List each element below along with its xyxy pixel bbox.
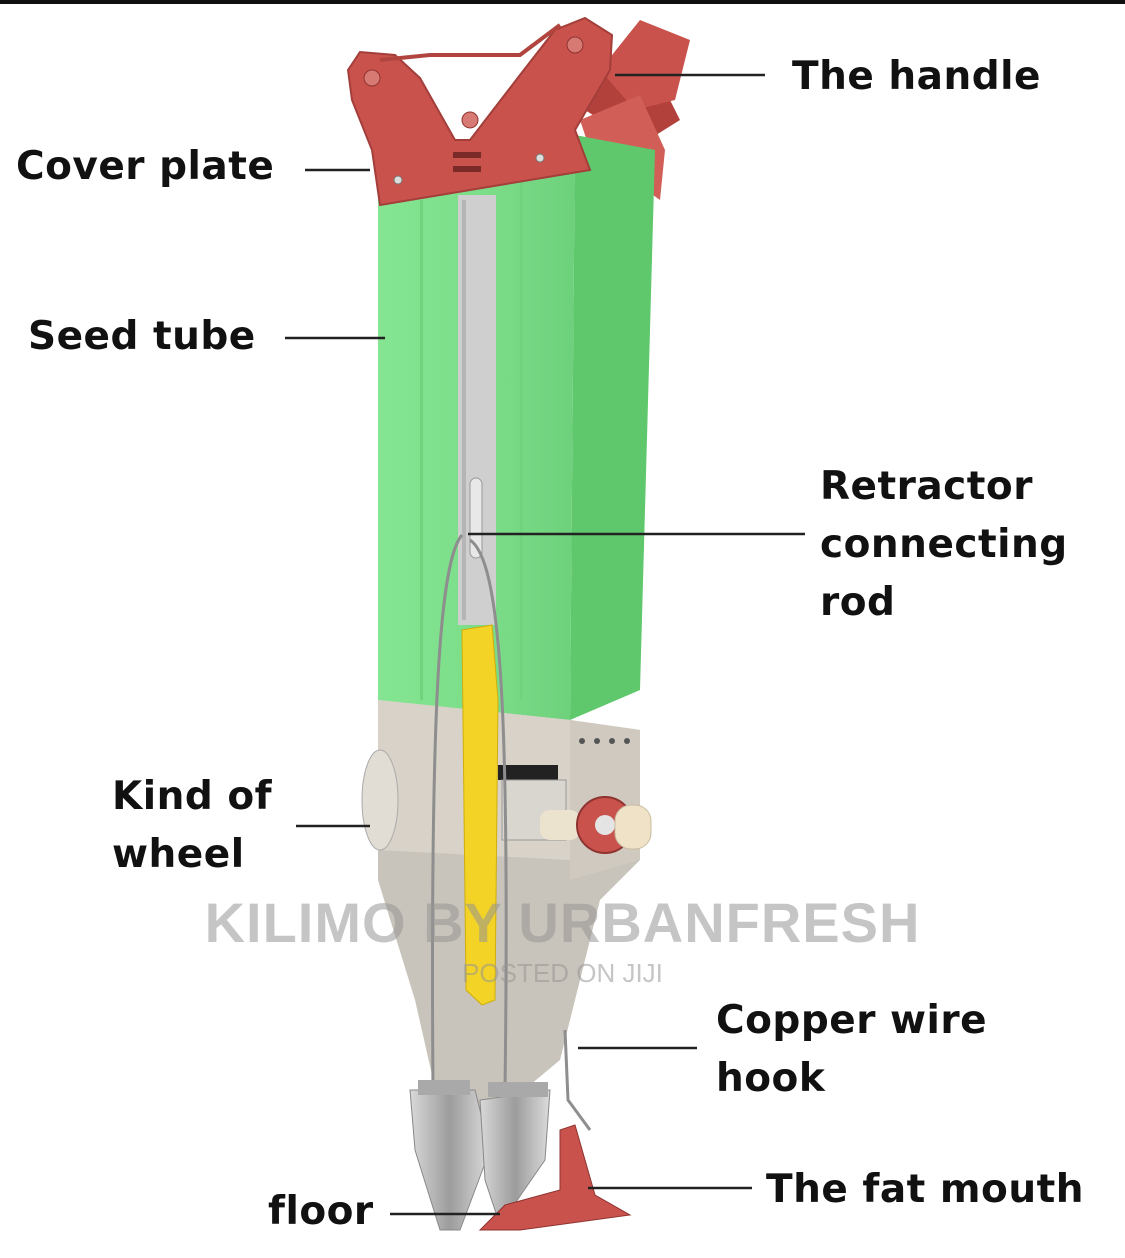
label-the-handle: The handle [792,54,1041,99]
label-the-fat-mouth: The fat mouth [766,1167,1085,1212]
label-retractor-line-3: rod [820,580,896,625]
cover-plate [346,16,614,207]
floor-plate [478,1124,632,1231]
wheel [361,749,399,851]
label-wheel-line-2: wheel [112,832,245,877]
label-retractor-line-1: Retractor [820,464,1033,509]
label-floor: floor [268,1189,374,1234]
label-copper-line-1: Copper wire [716,998,988,1043]
seed-window [498,765,580,841]
wire-spring [430,534,592,1131]
label-copper-line-2: hook [716,1056,826,1101]
top-border [0,0,1125,4]
leader-lines [285,73,805,1216]
label-seed-tube: Seed tube [28,314,256,359]
wheel-axle-flange [576,796,652,854]
label-cover-plate: Cover plate [16,144,275,189]
watermark-sub: POSTED ON JIJI [462,958,663,988]
seed-tube [378,135,655,720]
fat-mouth [409,1080,551,1231]
yellow-rod [461,624,499,1006]
watermark-main: KILIMO BY URBANFRESH [204,891,921,954]
label-retractor-line-2: connecting [820,522,1068,567]
label-wheel-line-1: Kind of [112,774,273,819]
